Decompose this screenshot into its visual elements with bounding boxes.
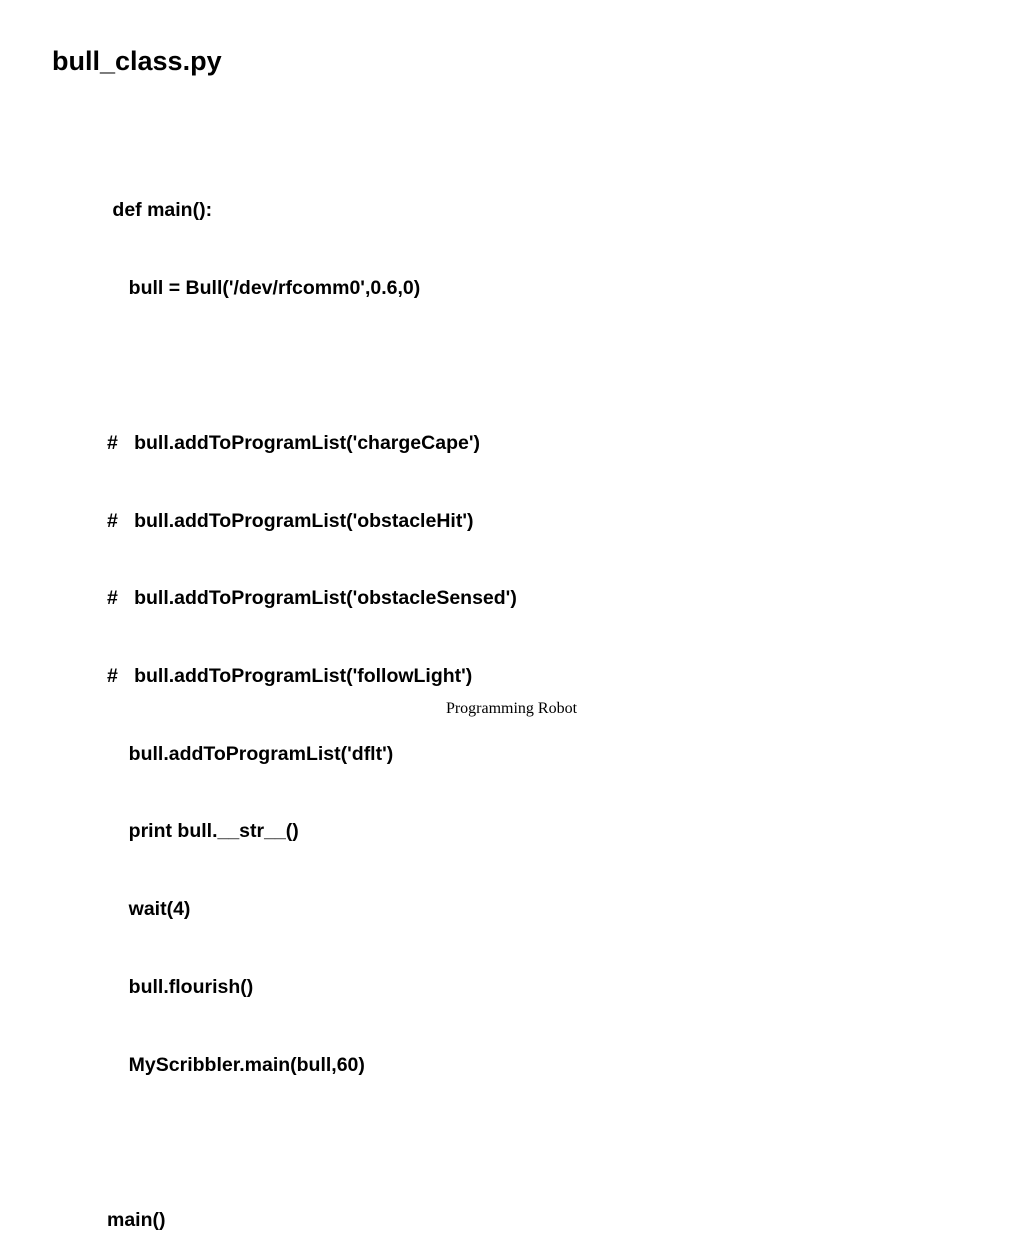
code-line: def main(): (107, 198, 213, 221)
code-line: print bull.__str__() (107, 820, 299, 843)
code-line: # bull.addToProgramList('followLight') (107, 665, 473, 688)
code-line: bull = Bull('/dev/rfcomm0',0.6,0) (107, 276, 421, 299)
code-line (107, 1130, 517, 1156)
code-line: # bull.addToProgramList('chargeCape') (107, 431, 480, 454)
slide-title: bull_class.py (52, 46, 222, 76)
code-line: bull.flourish() (107, 975, 254, 998)
code-line (107, 353, 517, 379)
code-line: main() (107, 1208, 166, 1231)
code-line: MyScribbler.main(bull,60) (107, 1053, 365, 1076)
slide-footer: Programming Robot (445, 700, 578, 717)
code-line: # bull.addToProgramList('obstacleHit') (107, 509, 474, 532)
code-line: wait(4) (107, 898, 191, 921)
code-line: bull.addToProgramList('dflt') (107, 742, 394, 765)
code-line: # bull.addToProgramList('obstacleSensed'… (107, 587, 517, 610)
